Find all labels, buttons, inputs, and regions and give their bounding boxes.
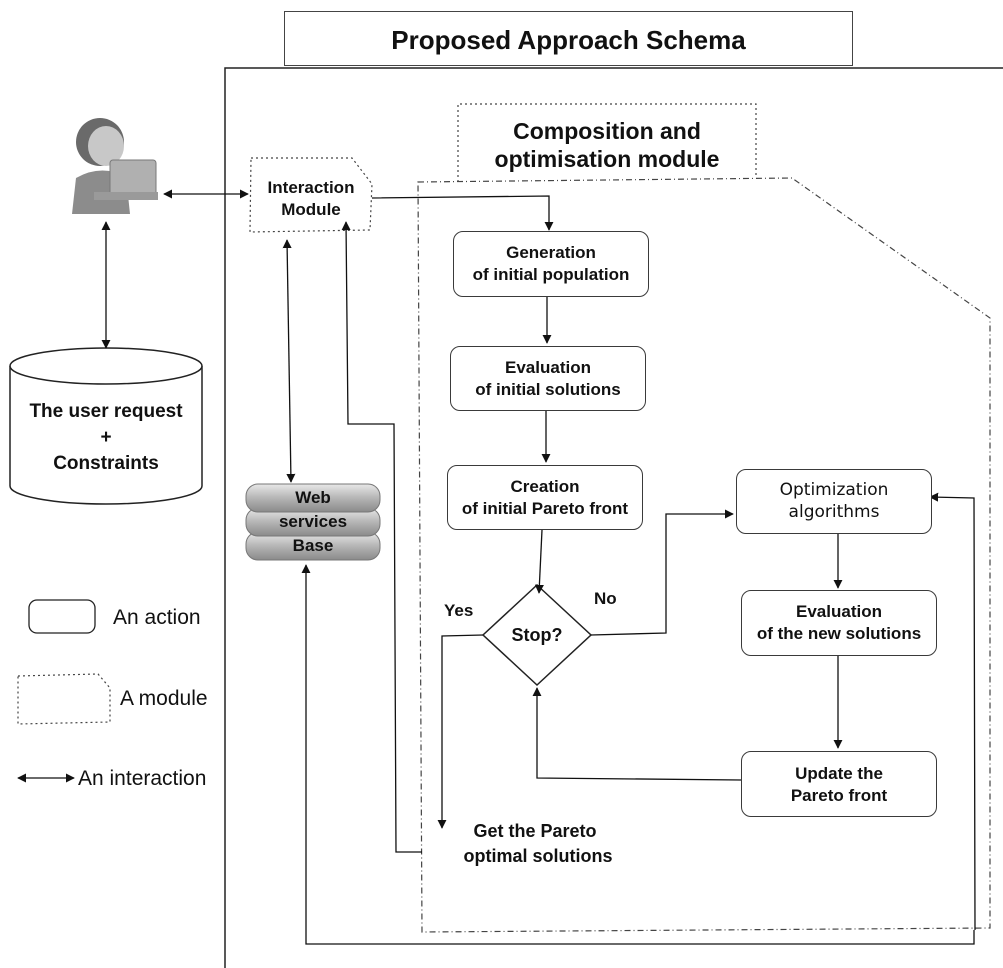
user-request-line2: + (100, 427, 112, 448)
evaluation-initial-line1: Evaluation (505, 358, 591, 377)
web-services-line3: Base (292, 536, 334, 555)
legend-module-label: A module (120, 687, 208, 710)
arrow-creation-to-stop (534, 529, 544, 594)
optimization-box: Optimization algorithms (736, 469, 932, 534)
user-icon (72, 118, 158, 214)
update-line2: Pareto front (790, 786, 888, 805)
arrow-get-pareto-to-interaction (341, 221, 422, 853)
evaluation-new-line1: Evaluation (796, 602, 882, 621)
update-line1: Update the (795, 764, 883, 783)
title-box: Proposed Approach Schema (284, 11, 853, 66)
legend-action-symbol (28, 599, 96, 634)
generation-line2: of initial population (472, 265, 630, 284)
generation-box: Generation of initial population (453, 231, 649, 297)
arrow-yes-to-get-pareto (437, 634, 484, 829)
arrow-interaction-to-generation (371, 195, 554, 231)
creation-line1: Creation (510, 477, 580, 496)
creation-box: Creation of initial Pareto front (447, 465, 643, 530)
get-pareto-line2: optimal solutions (463, 846, 613, 866)
interaction-module-line2: Module (281, 200, 341, 219)
user-request-line3: Constraints (53, 453, 159, 474)
module-title-line1: Composition and (513, 118, 701, 144)
web-services-line2: services (278, 512, 348, 531)
outer-frame (224, 67, 1003, 968)
evaluation-new-box: Evaluation of the new solutions (741, 590, 937, 656)
module-title-line2: optimisation module (494, 146, 720, 172)
interaction-module-line1: Interaction (267, 178, 355, 197)
evaluation-new-line2: of the new solutions (756, 624, 922, 643)
optimization-line1: Optimization (779, 480, 889, 500)
stop-decision-diamond (481, 583, 593, 687)
legend-interaction-label: An interaction (78, 767, 207, 790)
no-label: No (594, 589, 617, 608)
user-request-line1: The user request (29, 401, 183, 422)
arrow-loop-to-webservices (929, 492, 976, 931)
get-pareto-line1: Get the Pareto (473, 821, 597, 841)
yes-label: Yes (444, 601, 474, 620)
arrow-no-to-optimization (590, 509, 734, 636)
evaluation-initial-box: Evaluation of initial solutions (450, 346, 646, 411)
stop-label: Stop? (511, 625, 563, 645)
composition-module-title-frame (457, 103, 757, 182)
generation-line1: Generation (506, 243, 596, 262)
web-services-database (245, 483, 381, 561)
evaluation-initial-line2: of initial solutions (475, 380, 621, 399)
legend-module-symbol (17, 673, 111, 725)
web-services-line1: Web (295, 488, 331, 507)
user-request-cylinder (9, 347, 203, 505)
arrow-interaction-webservices (282, 239, 296, 483)
arrow-update-to-stop (532, 687, 742, 781)
interaction-module-outline (249, 157, 373, 233)
page-title: Proposed Approach Schema (391, 25, 746, 55)
optimization-line2: algorithms (788, 502, 880, 522)
arrow-base-bottom-loop (301, 564, 975, 945)
update-box: Update the Pareto front (741, 751, 937, 817)
creation-line2: of initial Pareto front (461, 499, 629, 518)
legend-action-label: An action (113, 606, 201, 629)
